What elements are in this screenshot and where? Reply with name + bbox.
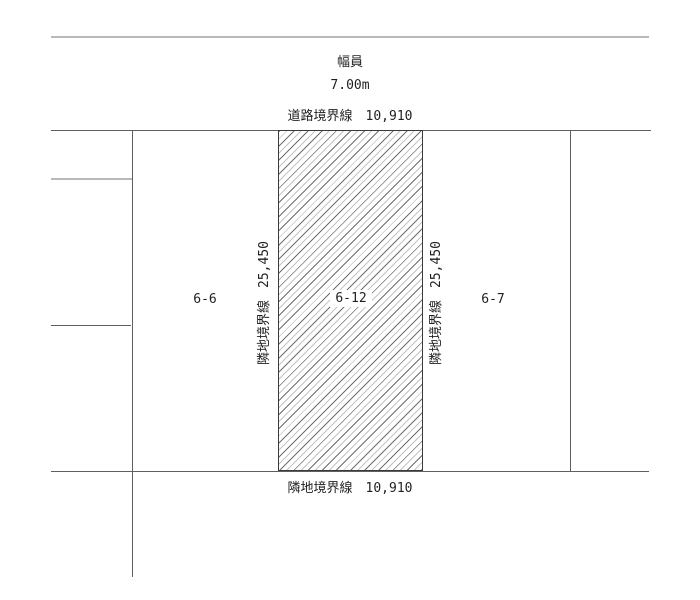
left-neighbor-boundary-dimension: 25,450 <box>257 241 272 288</box>
left-upper-tick-line <box>51 178 132 180</box>
parcel-label-subject: 6-12 <box>311 290 391 307</box>
bottom-neighbor-boundary-caption: 隣地境界線 10,910 <box>0 482 700 496</box>
right-neighbor-boundary-caption: 隣地境界線 25,450 <box>429 233 445 373</box>
road-boundary-label: 道路境界線 <box>287 109 353 124</box>
road-width-label: 幅員 <box>336 55 363 70</box>
bottom-neighbor-boundary-dimension: 10,910 <box>365 481 413 496</box>
right-parcel-division-line <box>570 130 571 471</box>
left-neighbor-boundary-label: 隣地境界線 <box>257 299 272 365</box>
bottom-neighbor-boundary-line <box>51 471 649 472</box>
right-neighbor-boundary-dimension: 25,450 <box>429 241 444 288</box>
road-boundary-caption: 道路境界線 10,910 <box>0 110 700 124</box>
right-neighbor-boundary-label: 隣地境界線 <box>429 299 444 365</box>
left-lower-tick-line <box>51 325 131 326</box>
parcel-label-subject-text: 6-12 <box>330 290 372 307</box>
parcel-label-left: 6-6 <box>193 292 217 307</box>
road-upper-edge-line <box>51 36 649 38</box>
road-boundary-dimension: 10,910 <box>365 109 413 124</box>
left-neighbor-boundary-caption: 隣地境界線 25,450 <box>257 233 273 373</box>
bottom-neighbor-boundary-label: 隣地境界線 <box>287 481 353 496</box>
left-parcel-division-line <box>132 130 133 577</box>
parcel-label-right: 6-7 <box>481 292 505 307</box>
road-width-value: 7.00m <box>330 78 370 93</box>
